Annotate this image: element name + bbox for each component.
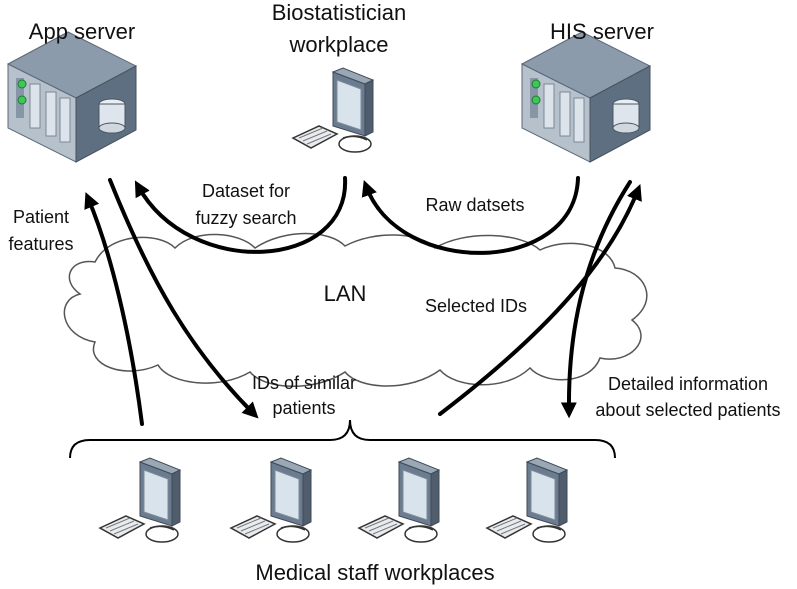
app-server-icon xyxy=(7,31,137,163)
raw-datasets-label: Raw datsets xyxy=(425,195,524,215)
detailed-info-label-line1: Detailed information xyxy=(608,374,768,394)
his-server-icon xyxy=(521,31,651,163)
dataset-label-line2: fuzzy search xyxy=(195,208,296,228)
biostatistician-label-line2: workplace xyxy=(288,32,388,57)
arrow-dataset-fuzzy-search xyxy=(134,176,348,254)
dataset-label-line1: Dataset for xyxy=(202,181,290,201)
app-server-label: App server xyxy=(29,19,135,44)
arrow-patient-features xyxy=(84,192,144,426)
detailed-info-label-line2: about selected patients xyxy=(595,400,780,420)
biostatistician-label-line1: Biostatistician xyxy=(272,0,407,25)
workplaces-brace xyxy=(69,419,616,459)
his-server-label: HIS server xyxy=(550,19,654,44)
selected-ids-label: Selected IDs xyxy=(425,296,527,316)
arrow-detailed-information xyxy=(560,180,632,419)
medical-workstation-icon xyxy=(230,457,312,543)
arrow-selected-ids xyxy=(438,184,642,416)
biostatistician-workstation-icon xyxy=(292,67,374,153)
lan-cloud xyxy=(63,232,648,387)
medical-workstation-icon xyxy=(99,457,181,543)
lan-label: LAN xyxy=(324,281,367,306)
arrow-ids-similar-patients xyxy=(108,178,259,419)
similar-ids-label-line2: patients xyxy=(272,398,335,418)
medical-workstation-icon xyxy=(486,457,568,543)
similar-ids-label-line1: IDs of similar xyxy=(252,373,356,393)
patient-features-label-line2: features xyxy=(8,234,73,254)
medical-workstation-icon xyxy=(358,457,440,543)
patient-features-label-line1: Patient xyxy=(13,207,69,227)
arrow-raw-datasets xyxy=(361,176,580,255)
medical-staff-label: Medical staff workplaces xyxy=(255,560,494,585)
